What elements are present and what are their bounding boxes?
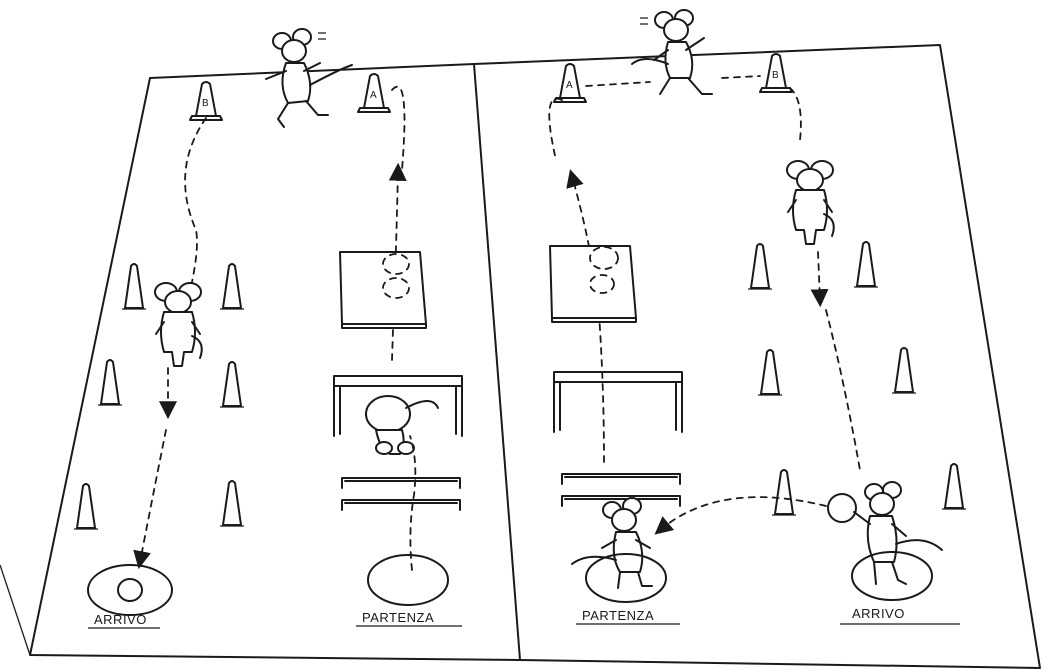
svg-text:PARTENZA: PARTENZA	[362, 610, 434, 625]
cone-right-1	[748, 244, 772, 289]
arrivo-target-left: ARRIVO	[88, 565, 172, 628]
cone-a-left: A	[358, 74, 390, 112]
mouse-running-right-top	[632, 10, 712, 94]
ball-icon	[828, 494, 856, 522]
svg-text:A: A	[370, 90, 377, 101]
svg-text:ARRIVO: ARRIVO	[852, 606, 905, 621]
cone-a-right: A	[554, 64, 586, 102]
cone-left-2	[220, 264, 244, 309]
cone-left-3	[98, 360, 122, 405]
svg-text:A: A	[566, 80, 573, 91]
path-right-down-2	[826, 310, 860, 470]
cone-left-6	[220, 481, 244, 526]
bench-left-2	[342, 500, 460, 510]
mouse-back-left	[155, 283, 202, 366]
cone-right-4	[892, 348, 916, 393]
bench-left-1	[342, 478, 460, 488]
cone-b-left: B	[190, 82, 222, 120]
mat-right	[550, 246, 636, 322]
path-right-down	[818, 252, 820, 300]
svg-text:B: B	[772, 70, 779, 81]
cone-right-3	[758, 350, 782, 395]
mouse-start-right	[572, 498, 652, 588]
cone-left-5	[74, 484, 98, 529]
bench-right-2	[562, 496, 680, 506]
cone-right-2	[854, 242, 878, 287]
mouse-with-ball	[828, 482, 942, 584]
cone-right-5	[772, 470, 796, 515]
bench-right-1	[562, 474, 680, 484]
path-left-to-arrivo	[140, 430, 166, 562]
cone-right-6	[942, 464, 966, 509]
svg-text:ARRIVO: ARRIVO	[94, 612, 147, 627]
mouse-running-left-top	[266, 29, 352, 127]
mouse-crawling-left	[366, 396, 438, 454]
hurdle-right	[554, 372, 682, 432]
cone-left-1	[122, 264, 146, 309]
svg-text:B: B	[202, 98, 209, 109]
mouse-back-right	[787, 161, 834, 244]
cone-left-4	[220, 362, 244, 407]
svg-text:PARTENZA: PARTENZA	[582, 608, 654, 623]
arrivo-target-right: ARRIVO	[840, 552, 960, 624]
floor-edge	[0, 565, 30, 655]
right-field	[474, 45, 1040, 668]
cone-b-right: B	[760, 54, 792, 92]
partenza-target-left: PARTENZA	[356, 555, 462, 626]
path-ball-pass	[660, 497, 826, 530]
